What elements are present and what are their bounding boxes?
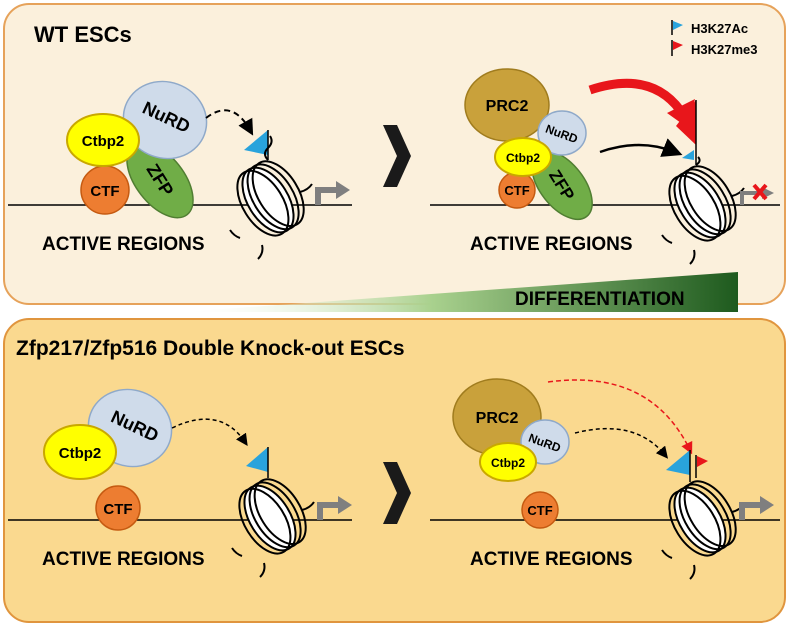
- ctbp2-protein: Ctbp2: [494, 137, 552, 177]
- prc2-to-histone-arrow: [547, 379, 693, 455]
- wt-panel-title: WT ESCs: [34, 22, 132, 47]
- ctf-label: CTF: [504, 183, 529, 198]
- ctbp2-label: Ctbp2: [59, 445, 102, 462]
- bent-arrow-icon: [315, 181, 350, 205]
- nurd-to-histone-arrow: [574, 427, 669, 459]
- nurd-protein: NuRD: [537, 110, 587, 156]
- nurd-to-histone-arrow: [205, 109, 254, 136]
- differentiation-wedge: DIFFERENTIATION: [180, 272, 738, 312]
- legend-h3k27ac-label: H3K27Ac: [691, 21, 748, 36]
- ctbp2-protein: Ctbp2: [66, 113, 140, 167]
- h3k27ac-mark-icon: [682, 150, 694, 160]
- right-chevron-arrow-icon: [383, 125, 411, 187]
- ctbp2-label: Ctbp2: [82, 133, 125, 150]
- nucleosome-icon: [229, 135, 313, 260]
- nucleosome-icon: [231, 478, 315, 578]
- legend: H3K27Ac H3K27me3: [671, 20, 758, 57]
- dko-left-scene: NuRD Ctbp2 CTF: [8, 388, 352, 578]
- h3k27me3-flag-icon: [671, 40, 683, 56]
- ctbp2-protein: Ctbp2: [43, 424, 117, 480]
- active-regions-label: ACTIVE REGIONS: [42, 234, 205, 255]
- differentiation-label: DIFFERENTIATION: [515, 289, 685, 310]
- nucleosome-icon: [661, 156, 745, 265]
- h3k27ac-mark-icon: [666, 450, 691, 482]
- dko-panel-title: Zfp217/Zfp516 Double Knock-out ESCs: [16, 337, 405, 360]
- wt-right-scene: ZFP PRC2 NuRD CTF Ctbp2: [430, 68, 780, 265]
- h3k27ac-flag-icon: [671, 20, 683, 35]
- nurd-to-histone-arrow: [171, 418, 248, 446]
- ctbp2-label: Ctbp2: [491, 456, 525, 470]
- nurd-to-histone-arrow: [599, 138, 683, 157]
- bent-arrow-icon: [739, 496, 774, 520]
- legend-h3k27me3-label: H3K27me3: [691, 42, 758, 57]
- ctf-protein: CTF: [521, 491, 559, 529]
- ctf-protein: CTF: [80, 165, 130, 215]
- wt-left-scene: ZFP NuRD CTF Ctbp2: [8, 80, 352, 260]
- prc2-label: PRC2: [476, 410, 519, 427]
- ctf-protein: CTF: [498, 171, 536, 209]
- bent-arrow-icon: [317, 496, 352, 520]
- h3k27ac-mark-icon: [244, 130, 269, 160]
- prc2-to-histone-arrow: [588, 78, 695, 128]
- active-regions-label: ACTIVE REGIONS: [470, 234, 633, 255]
- zfp-protein: ZFP: [126, 141, 194, 219]
- h3k27me3-mark-icon: [695, 455, 708, 478]
- ctf-label: CTF: [90, 183, 119, 200]
- blocked-transcription-icon: [740, 183, 774, 205]
- right-chevron-arrow-icon: [383, 462, 411, 524]
- ctf-label: CTF: [527, 503, 552, 518]
- ctbp2-label: Ctbp2: [506, 151, 540, 165]
- h3k27me3-mark-icon: [676, 100, 697, 165]
- ctf-protein: CTF: [95, 485, 141, 531]
- prc2-protein: PRC2: [464, 68, 550, 142]
- prc2-label: PRC2: [486, 98, 529, 115]
- nurd-protein: NuRD: [122, 80, 208, 160]
- active-regions-label: ACTIVE REGIONS: [470, 549, 633, 570]
- active-regions-label: ACTIVE REGIONS: [42, 549, 205, 570]
- dko-right-scene: PRC2 NuRD Ctbp2 CTF: [430, 378, 780, 580]
- ctbp2-protein: Ctbp2: [479, 442, 537, 482]
- h3k27ac-mark-icon: [246, 447, 269, 478]
- ctf-label: CTF: [103, 501, 132, 518]
- nucleosome-icon: [661, 480, 745, 580]
